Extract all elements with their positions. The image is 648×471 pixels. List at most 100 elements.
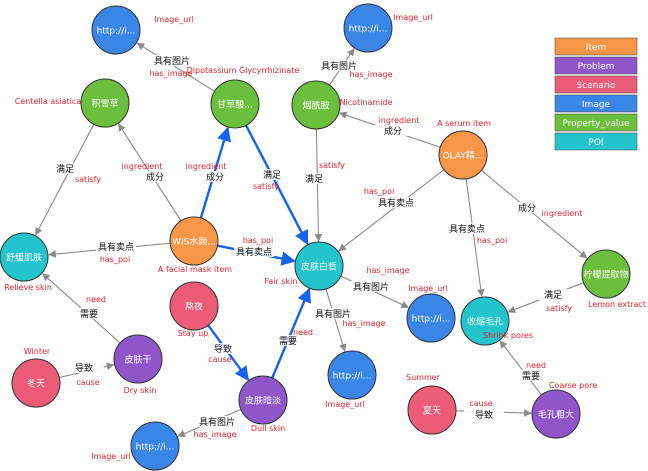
edge-label-bg: [313, 308, 353, 319]
node-label: 夏天: [423, 406, 441, 417]
node-maokong[interactable]: 毛孔粗大: [531, 389, 581, 439]
edge-label-bg: [45, 163, 85, 174]
node-annotation: Stay up: [178, 329, 209, 338]
edge-label-en: has_image: [149, 69, 192, 78]
node-label: http://i...: [333, 372, 372, 382]
node-circle: [169, 216, 219, 266]
node-annotation: A serum item: [437, 119, 491, 128]
edge-label-bg: [64, 362, 104, 373]
edge-label-en: satisfy: [546, 304, 572, 313]
edge-label-cn: 满足: [544, 290, 562, 301]
edge-label-en: has_image: [349, 70, 392, 79]
legend-label: Image: [582, 100, 611, 110]
legend-item-scenario: Scenario: [554, 75, 638, 94]
edge-label-bg: [511, 370, 551, 381]
edge-label-cn: 满足: [56, 164, 74, 175]
edge-label-en: has_image: [342, 319, 385, 328]
node-label: http://i...: [97, 27, 136, 37]
node-circle: [294, 241, 344, 291]
node-circle: [11, 358, 61, 408]
edge-label-en: need: [526, 361, 546, 370]
node-anhuan[interactable]: 皮肤暗淡: [238, 375, 288, 425]
edge-anhuan-baixi: [271, 287, 312, 379]
node-img2[interactable]: http://i...: [343, 3, 393, 53]
node-circle: [531, 389, 581, 439]
edge-label-en: cause: [76, 378, 100, 387]
legend-label: Property_value: [562, 119, 630, 129]
legend-item-image: Image: [554, 94, 638, 113]
edge-label-en: cause: [469, 399, 493, 408]
edge-label-en: need: [86, 295, 106, 304]
node-annotation: A facial mask item: [158, 265, 232, 274]
node-circle: [0, 232, 49, 282]
node-label: 皮肤白皙: [301, 261, 337, 273]
legend-label: Item: [586, 43, 607, 53]
node-img5[interactable]: http://i...: [130, 421, 180, 471]
node-img1[interactable]: http://i...: [91, 5, 141, 55]
edge-label-cn: 具有卖点: [449, 223, 485, 235]
edge-label-en: satisfy: [253, 182, 279, 191]
node-wis[interactable]: WIS水颜...: [169, 216, 219, 266]
node-ningmeng[interactable]: 柠檬提取物: [581, 249, 631, 299]
node-olay[interactable]: OLAY精...: [438, 130, 488, 180]
edge-label-bg: [447, 223, 487, 234]
node-jixuecao[interactable]: 积雪草: [80, 78, 130, 128]
legend-swatch: [554, 75, 638, 94]
node-yanxian[interactable]: 烟酰胺: [291, 80, 341, 130]
edge-label-bg: [268, 335, 308, 346]
node-annotation: Image_url: [91, 452, 131, 461]
edge-label-bg: [203, 343, 243, 354]
edge-label-bg: [376, 197, 416, 208]
node-annotation: Fair skin: [265, 277, 298, 286]
node-dongtian[interactable]: 冬天: [11, 358, 61, 408]
node-aoye[interactable]: 熬夜: [169, 281, 219, 331]
nodes-layer: http://i...Image_urlhttp://i...Image_url…: [0, 3, 646, 471]
node-label: 烟酰胺: [302, 100, 329, 112]
node-shuhuan[interactable]: 舒缓肌肤: [0, 232, 49, 282]
node-label: 皮肤暗淡: [245, 395, 281, 407]
edge-label-en: ingredient: [542, 209, 583, 218]
node-annotation: Image_url: [154, 15, 194, 24]
edge-label-en: has_poi: [364, 187, 394, 196]
node-xiatian[interactable]: 夏天: [407, 385, 457, 435]
node-circle: [327, 350, 377, 400]
edge-label-en: need: [293, 328, 313, 337]
node-annotation: Dull skin: [251, 424, 285, 433]
node-label: 积雪草: [91, 98, 118, 110]
edge-label-cn: 成分: [206, 171, 224, 183]
node-annotation: Lemon extract: [588, 300, 646, 309]
node-label: 毛孔粗大: [538, 409, 574, 421]
edge-label-en: satisfy: [75, 175, 101, 184]
edge-label-bg: [294, 173, 334, 184]
legend-swatch: [554, 132, 638, 151]
node-pifugan[interactable]: 皮肤干: [113, 334, 163, 384]
edge-label-cn: 成分: [518, 202, 536, 214]
edge-label-cn: 具有卖点: [236, 246, 272, 258]
node-label: http://i...: [412, 315, 451, 325]
edge-label-bg: [507, 202, 547, 213]
node-img4[interactable]: http://i...: [327, 350, 377, 400]
edge-label-bg: [252, 169, 292, 180]
legend-item-item: Item: [554, 37, 638, 56]
edge-label-cn: 导致: [475, 409, 493, 421]
node-gancaosuan[interactable]: 甘草酸...: [210, 79, 260, 129]
node-circle: [460, 296, 510, 346]
node-annotation: Relieve skin: [4, 283, 52, 292]
edge-label-cn: 具有图片: [154, 55, 190, 67]
edge-label-en: ingredient: [186, 162, 227, 171]
node-shousuo[interactable]: 收缩毛孔: [460, 296, 510, 346]
node-circle: [581, 249, 631, 299]
edge-label-cn: 导致: [214, 343, 232, 355]
node-label: 皮肤干: [124, 354, 151, 366]
legend-swatch: [554, 37, 638, 56]
node-baixi[interactable]: 皮肤白皙: [294, 241, 344, 291]
edge-label-bg: [96, 241, 136, 252]
node-label: 冬天: [27, 378, 45, 390]
edge-label-en: has_poi: [477, 236, 507, 245]
node-img3[interactable]: http://i...: [406, 293, 456, 343]
node-annotation: Coarse pore: [549, 381, 597, 390]
node-circle: [343, 3, 393, 53]
edge-label-en: ingredient: [379, 116, 420, 125]
legend-item-poi: POI: [554, 132, 638, 151]
